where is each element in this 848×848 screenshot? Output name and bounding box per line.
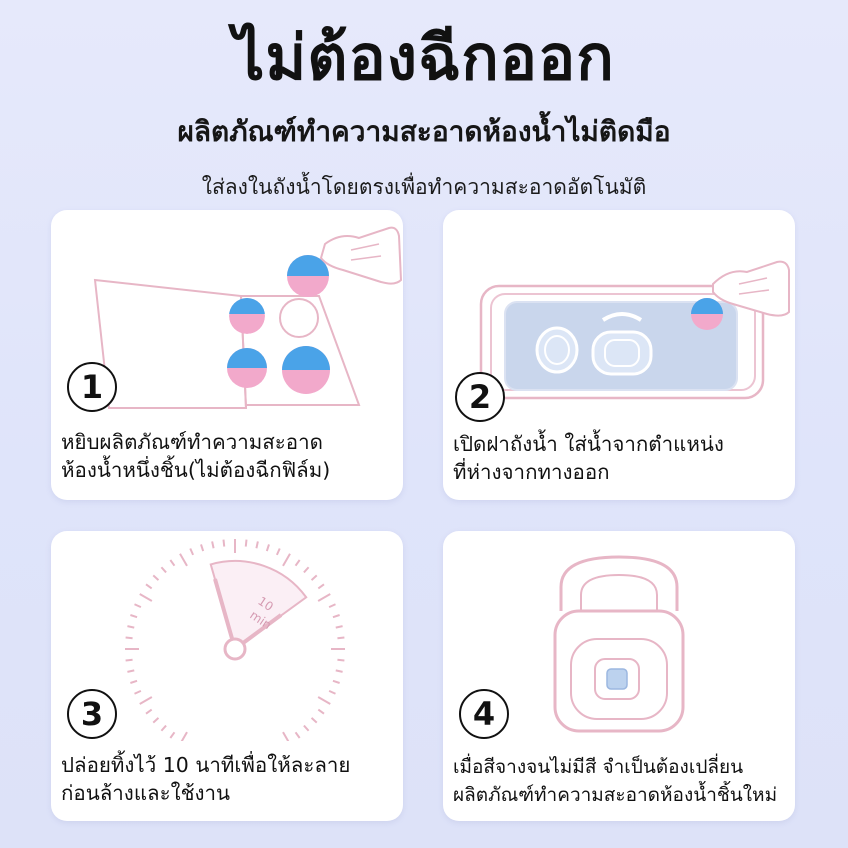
clock-tick [222,539,226,547]
clock-tick [134,603,142,609]
step-2-line-2: ที่ห่างจากทางออก [453,460,610,484]
clock-tick [152,717,160,724]
clock-tick [335,669,343,673]
clock-tick [244,539,248,547]
clock-tick [310,717,318,724]
step-3-line-1: ปล่อยทิ้งไว้ 10 นาทีเพื่อให้ละลาย [61,753,351,777]
clock-tick [127,669,135,673]
clock-tick [127,625,135,629]
toilet-tank-hand-icon [479,260,790,400]
clock-tick [189,548,195,556]
clock-tick [160,566,167,574]
clock-tick [130,679,138,684]
step-1-line-1: หยิบผลิตภัณฑ์ทำความสะอาด [61,430,323,454]
step-card-1: 1 หยิบผลิตภัณฑ์ทำความสะอาด ห้องน้ำหนึ่งช… [51,210,403,500]
clock-tick [294,559,301,567]
clock-tick [275,548,281,556]
clock-time-wedge [209,560,308,651]
toilet-cleaner-icon [553,555,685,733]
clock-tick [134,689,142,695]
step-number-1: 1 [67,362,117,412]
clock-tick [337,636,345,640]
clock-tick [169,731,176,739]
clock-tick [130,614,138,619]
page-subtitle: ผลิตภัณฑ์ทำความสะอาดห้องน้ำไม่ติดมือ [177,115,671,148]
clock-tick [337,658,345,662]
clock-tick [180,731,188,741]
step-4-line-1: เมื่อสีจางจนไม่มีสี จำเป็นต้องเปลี่ยน [453,756,744,778]
clock-tick [125,636,133,640]
step-card-3: 10 min 3 ปล่อยทิ้งไว้ 10 นาทีเพื่อให้ละล… [51,531,403,821]
step-card-2: 2 เปิดฝาถังน้ำ ใส่น้ำจากตำแหน่ง ที่ห่างจ… [443,210,795,500]
clock-tick [335,625,343,629]
clock-tick [139,593,153,602]
clock-tick [179,553,188,567]
clock-tick [265,544,270,552]
step-card-4: 4 เมื่อสีจางจนไม่มีสี จำเป็นต้องเปลี่ยน … [443,531,795,821]
step-number-2: 2 [455,372,505,422]
step-number-3: 3 [67,689,117,739]
step-1-line-2: ห้องน้ำหนึ่งชิ้น(ไม่ต้องฉีกฟิล์ม) [61,458,331,482]
clock-tick [303,566,310,574]
clock-tick [332,679,340,684]
clock-tick [294,731,301,739]
clock-tick [125,658,133,662]
step-number-4: 4 [459,689,509,739]
clock-tick [255,541,259,549]
step-2-line-1: เปิดฝาถังน้ำ ใส่น้ำจากตำแหน่ง [453,432,724,456]
clock-tick [160,724,167,732]
clock-tick [145,583,153,590]
clock-tick [169,559,176,567]
clock-tick [211,541,215,549]
step-3-line-2: ก่อนล้างและใช้งาน [61,781,231,805]
clock-tick [139,696,153,705]
step-4-line-2: ผลิตภัณฑ์ทำความสะอาดห้องน้ำชิ้นใหม่ [453,784,778,806]
clock-tick [152,574,160,581]
clock-tick [282,553,291,567]
clock-tick [200,544,205,552]
clock-tick [328,603,336,609]
clock-tick [145,708,153,715]
page-title: ไม่ต้องฉีกออก [233,21,615,94]
clock-tick [317,593,331,602]
clock-tick [282,731,290,741]
clock-icon: 10 min [125,539,345,741]
clock-tick [317,696,331,705]
clock-tick [303,724,310,732]
clock-tick [310,574,318,581]
clock-tick [328,689,336,695]
clock-tick [332,614,340,619]
page-description: ใส่ลงในถังน้ำโดยตรงเพื่อทำความสะอาดอัตโน… [201,175,647,199]
clock-tick [317,708,325,715]
clock-tick [317,583,325,590]
